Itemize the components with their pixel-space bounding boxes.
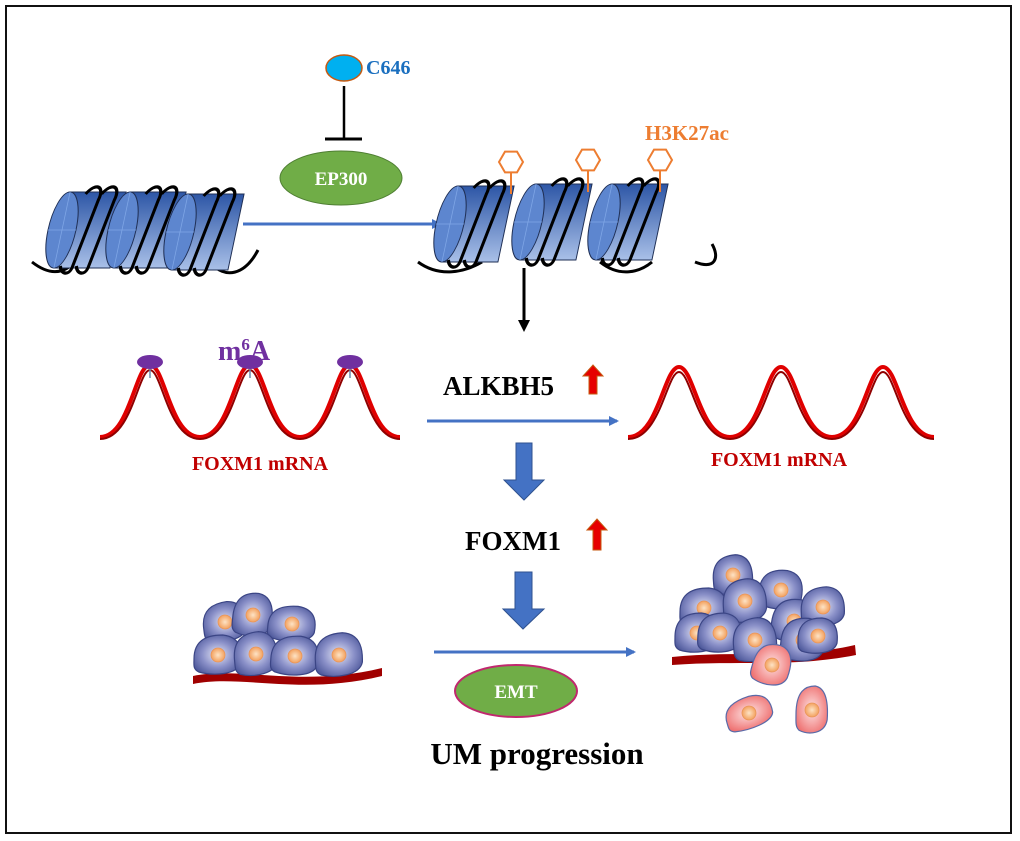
emt-label: EMT (494, 682, 538, 703)
alkbh5-label: ALKBH5 (443, 371, 554, 401)
foxm1-node: FOXM1 (465, 518, 609, 556)
mrna-ribbon-segment (627, 364, 731, 439)
acetyl-group-icon (497, 150, 525, 194)
acetyl-group-icon (574, 148, 602, 192)
nucleosome-icon (163, 187, 245, 277)
foxm1-mrna-demethylated: FOXM1 mRNA (627, 364, 935, 471)
invasive-cell-cluster (672, 554, 856, 734)
block-arrow-down-2 (501, 571, 546, 630)
c646-label: C646 (366, 57, 410, 79)
nucleosome-cluster-acetylated: H3K27ac (417, 121, 729, 274)
m6a-methyl-icon (237, 355, 263, 378)
m6a-methyl-icon (137, 355, 163, 378)
tumor-cell-icon (797, 617, 838, 654)
alkbh5-node: ALKBH5 (443, 364, 605, 401)
um-progression-label: UM progression (430, 736, 643, 771)
epithelial-cell-icon (314, 632, 364, 677)
mesenchymal-cell-icon (749, 643, 792, 686)
c646-molecule-icon (325, 54, 363, 82)
epithelial-cell-icon (266, 605, 316, 642)
foxm1-mrna-methylated: m6A FOXM1 mRNA (99, 335, 401, 475)
emt-node: EMT (454, 664, 578, 718)
mesenchymal-cell-icon (795, 685, 829, 734)
tumor-cell-icon (697, 612, 742, 653)
nucleosome-icon (511, 177, 593, 267)
foxm1-label: FOXM1 (465, 526, 561, 556)
epithelial-cell-cluster (193, 592, 382, 685)
upregulation-arrow-icon (585, 518, 609, 551)
c646-inhibitor: C646 (325, 54, 410, 141)
nucleosome-cluster-unacetylated (31, 185, 260, 277)
nucleosome-icon (433, 179, 515, 269)
upregulation-arrow-icon (581, 364, 605, 395)
acetyl-group-icon (646, 148, 674, 192)
nucleosome-icon (587, 177, 669, 267)
foxm1-mrna-left-label: FOXM1 mRNA (192, 453, 329, 475)
mrna-ribbon-segment (729, 364, 833, 439)
tumor-cell-icon (722, 578, 768, 623)
tumor-cell-icon (800, 586, 846, 627)
block-arrow-down-1 (502, 442, 546, 501)
mesenchymal-cell-icon (725, 694, 774, 733)
m6a-methyl-icon (337, 355, 363, 378)
epithelial-cell-icon (269, 635, 319, 676)
mrna-ribbon-segment (831, 364, 935, 439)
h3k27ac-label: H3K27ac (645, 121, 729, 145)
foxm1-mrna-right-label: FOXM1 mRNA (711, 449, 848, 471)
ep300-label: EP300 (315, 169, 368, 190)
ep300-enzyme: EP300 (279, 150, 403, 206)
